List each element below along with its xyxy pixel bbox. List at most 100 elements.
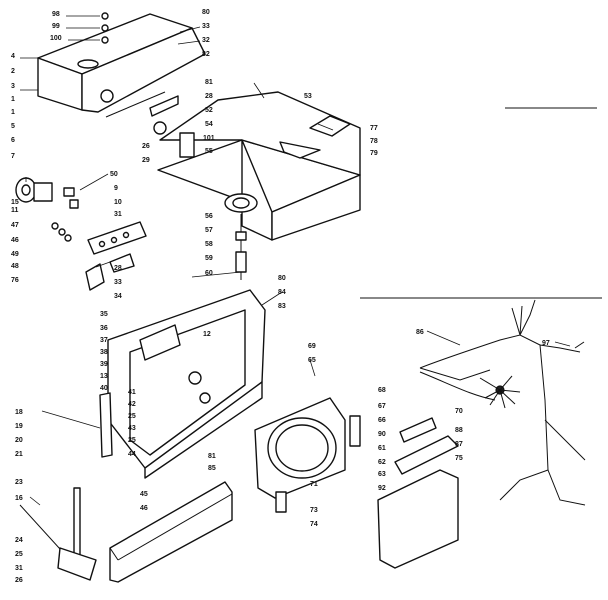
callout-label: 58 [205,241,213,248]
callout-label: 87 [455,441,463,448]
callout-label: 6 [11,137,15,144]
callout-label: 83 [278,303,286,310]
callout-label: 42 [128,401,136,408]
callout-label: 3 [11,83,15,90]
wire-bundle-strands [479,375,521,409]
callout-label: 9 [114,185,118,192]
callout-label: 79 [370,150,378,157]
callout-label: 11 [11,207,19,214]
callout-label: 97 [542,340,550,347]
wiring-harness-part [419,299,586,506]
callout-label: 81 [208,453,216,460]
callout-label: 76 [11,277,19,284]
callout-label: 52 [205,107,213,114]
callout-label: 73 [310,507,318,514]
callout-label: 90 [378,431,386,438]
callout-label: 92 [378,485,386,492]
callout-label: 40 [100,385,108,392]
callout-label: 33 [114,279,122,286]
callout-label: 25 [15,551,23,558]
callout-label: 32 [202,37,210,44]
callout-label: 26 [142,143,150,150]
callout-label: 2 [11,68,15,75]
callout-label: 19 [15,423,23,430]
callout-label: 26 [15,577,23,584]
callout-label: 41 [128,389,136,396]
callout-label: 28 [114,265,122,272]
callout-label: 82 [202,51,210,58]
callout-label: 75 [455,455,463,462]
callout-label: 38 [100,349,108,356]
callout-label: 28 [205,93,213,100]
door-outer-panel-part [349,415,459,569]
callout-label: 80 [278,275,286,282]
bottom-bracket-part [19,487,97,581]
callout-label: 80 [202,9,210,16]
callout-label: 63 [378,471,386,478]
front-frame-part [99,289,266,479]
console-housing-part [37,13,206,135]
callout-label: 88 [455,427,463,434]
callout-label: 25 [128,437,136,444]
control-bracket-part [85,221,147,291]
callout-label: 99 [52,23,60,30]
callout-label: 85 [208,465,216,472]
callout-label: 77 [370,125,378,132]
callout-label: 21 [15,451,23,458]
callout-label: 35 [100,311,108,318]
callout-label: 18 [15,409,23,416]
callout-label: 13 [100,373,108,380]
callout-label: 33 [202,23,210,30]
callout-label: 70 [455,408,463,415]
callout-label: 5 [11,123,15,130]
console-top-panel-part [157,91,361,241]
callout-label: 65 [308,357,316,364]
callout-label: 46 [140,505,148,512]
callout-label: 36 [100,325,108,332]
callout-label: 59 [205,255,213,262]
callout-label: 1 [11,96,15,103]
fasteners-part [51,12,109,242]
callout-label: 68 [378,387,386,394]
callout-label: 4 [11,53,15,60]
callout-label: 54 [205,121,213,128]
callout-label: 15 [11,199,19,206]
callout-label: 67 [378,403,386,410]
callout-label: 69 [308,343,316,350]
callout-label: 62 [378,459,386,466]
callout-label: 86 [416,329,424,336]
callout-labels: 98 99 100 4 2 3 1 1 5 6 7 80 33 32 82 26… [11,9,550,584]
callout-label: 39 [100,361,108,368]
callout-label: 20 [15,437,23,444]
callout-label: 47 [11,222,19,229]
callout-label: 81 [205,79,213,86]
callout-label: 31 [114,211,122,218]
callout-label: 60 [205,270,213,277]
callout-label: 48 [11,263,19,270]
callout-label: 61 [378,445,386,452]
callout-label: 101 [203,135,215,142]
callout-label: 34 [114,293,122,300]
leader-lines [20,15,571,506]
callout-label: 84 [278,289,286,296]
toe-panel-part [109,481,233,583]
callout-label: 66 [378,417,386,424]
callout-label: 50 [110,171,118,178]
callout-label: 46 [11,237,19,244]
callout-label: 78 [370,138,378,145]
callout-label: 98 [52,11,60,18]
callout-label: 53 [304,93,312,100]
callout-label: 57 [205,227,213,234]
callout-label: 43 [128,425,136,432]
callout-label: 12 [203,331,211,338]
callout-label: 1 [11,109,15,116]
callout-label: 24 [15,537,23,544]
callout-label: 37 [100,337,108,344]
door-inner-panel-part [254,397,346,513]
callout-label: 100 [50,35,62,42]
callout-label: 23 [15,479,23,486]
section-rules [360,107,602,299]
callout-label: 45 [140,491,148,498]
callout-label: 25 [128,413,136,420]
